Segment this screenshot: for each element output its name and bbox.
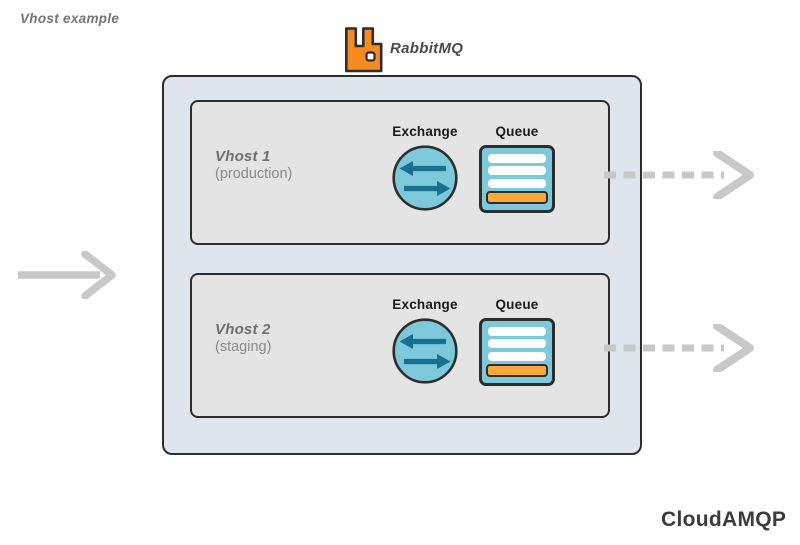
cloudamqp-logo: CloudAMQP xyxy=(661,508,787,531)
queue-icon xyxy=(479,145,555,213)
rabbitmq-label: RabbitMQ xyxy=(390,40,464,57)
queue-head-bar xyxy=(486,364,548,378)
queue-icon xyxy=(479,318,555,386)
exchange-label: Exchange xyxy=(392,124,458,139)
queue-label: Queue xyxy=(495,297,539,312)
queue-message-bar xyxy=(488,351,546,361)
exchange-label: Exchange xyxy=(392,297,458,312)
vhost-1-env: (production) xyxy=(215,166,293,182)
queue-message-bar xyxy=(488,166,546,176)
queue-label: Queue xyxy=(495,124,539,139)
vhost-2-name: Vhost 2 xyxy=(215,321,271,338)
vhost-2-env: (staging) xyxy=(215,339,272,355)
dashed-arrow-right-icon xyxy=(604,324,754,372)
vhost-1-name: Vhost 1 xyxy=(215,148,271,165)
queue-head-bar xyxy=(486,191,548,205)
vhost-panel-1: Vhost 1 (production) Exchange Queue xyxy=(190,100,610,245)
arrow-right-icon xyxy=(18,251,116,299)
rabbitmq-logo-icon xyxy=(345,27,383,73)
diagram-title: Vhost example xyxy=(20,11,120,26)
exchange-icon xyxy=(392,145,458,211)
exchange-icon xyxy=(392,318,458,384)
queue-message-bar xyxy=(488,339,546,349)
queue-message-bar xyxy=(488,153,546,163)
vhost-2-label: Vhost 2 (staging) xyxy=(215,321,272,356)
queue-message-bar xyxy=(488,178,546,188)
dashed-arrow-right-icon xyxy=(604,151,754,199)
vhost-panel-2: Vhost 2 (staging) Exchange Queue xyxy=(190,273,610,418)
queue-message-bar xyxy=(488,326,546,336)
vhost-1-label: Vhost 1 (production) xyxy=(215,148,293,183)
